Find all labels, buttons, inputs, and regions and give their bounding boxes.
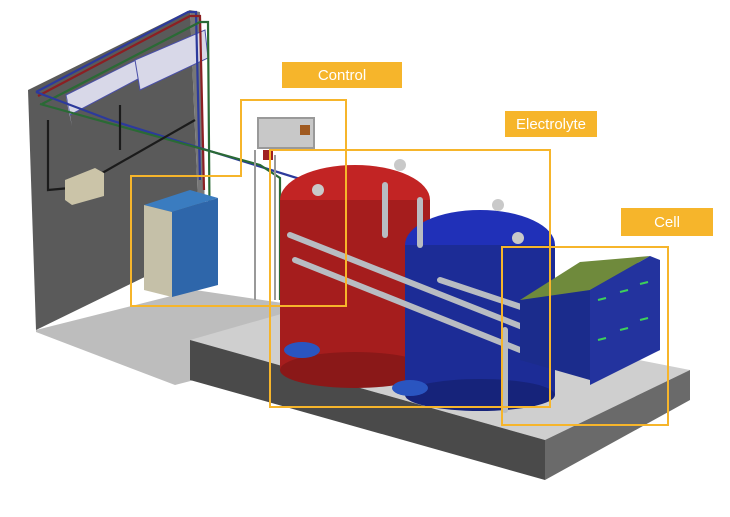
cell-label: Cell bbox=[621, 208, 713, 236]
cell-stack-icon bbox=[520, 256, 660, 385]
power-cabinet-icon bbox=[144, 190, 218, 297]
electrolyte-region-outline bbox=[269, 149, 551, 408]
valves bbox=[312, 159, 524, 244]
electrolyte-label: Electrolyte bbox=[505, 111, 597, 137]
control-rack-icon bbox=[254, 117, 315, 300]
junction-box bbox=[65, 168, 104, 205]
cell-region-outline bbox=[501, 246, 669, 426]
control-label: Control bbox=[282, 62, 402, 88]
control-region-outline bbox=[130, 99, 347, 307]
base-platform-side bbox=[190, 340, 545, 480]
pump-icon bbox=[284, 342, 428, 396]
